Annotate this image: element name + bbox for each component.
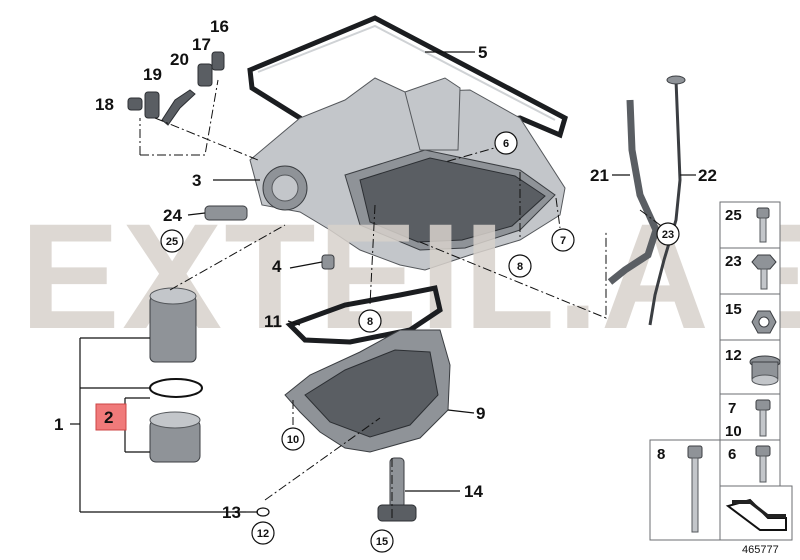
- svg-text:6: 6: [728, 446, 736, 463]
- sensor-24: [204, 205, 248, 221]
- lower-oil-pan: [284, 329, 451, 453]
- circled-callout-12: 12: [251, 521, 275, 545]
- callout-5: 5: [478, 43, 487, 62]
- legend-item-23: 23: [719, 247, 781, 295]
- hose-20: [161, 89, 196, 126]
- callout-11: 11: [264, 312, 282, 331]
- oil-level-sensor-14: [377, 457, 417, 522]
- legend-item-25: 25: [719, 201, 781, 249]
- callout-22: 22: [698, 166, 717, 185]
- oil-filter-cartridge: [149, 295, 197, 363]
- callout-9: 9: [476, 404, 485, 423]
- callout-1: 1: [54, 415, 63, 434]
- circled-callout-25: 25: [160, 229, 184, 253]
- callout-2-highlight: 2: [95, 403, 127, 431]
- svg-text:15: 15: [725, 301, 742, 318]
- callout-3: 3: [192, 171, 201, 190]
- svg-text:8: 8: [517, 261, 523, 273]
- legend-item-6: 6: [719, 439, 781, 487]
- dipstick-handle: [666, 75, 686, 85]
- fastener-legend: 25 23 15 12 7 10: [649, 201, 793, 541]
- circled-callout-23: 23: [656, 222, 680, 246]
- circled-callout-8-lower: 8: [358, 309, 382, 333]
- circled-callout-15: 15: [370, 529, 394, 553]
- sensor-17: [197, 63, 213, 87]
- callout-24: 24: [163, 206, 182, 225]
- legend-item-8: 8: [649, 439, 721, 541]
- svg-text:10: 10: [287, 434, 299, 446]
- sensor-18: [127, 97, 143, 111]
- dipstick-22: [648, 79, 682, 326]
- document-id: 465777: [742, 544, 779, 556]
- callout-21: 21: [590, 166, 609, 185]
- legend-arrow-box: [719, 485, 793, 541]
- svg-text:6: 6: [503, 138, 509, 150]
- circled-callout-10: 10: [281, 427, 305, 451]
- svg-text:7: 7: [560, 235, 566, 247]
- oil-filter-assembly: [149, 287, 203, 463]
- circled-callout-7: 7: [551, 228, 575, 252]
- callout-18: 18: [95, 95, 114, 114]
- circled-callout-6: 6: [494, 131, 518, 155]
- circled-callouts: 6 7 8 8 25 10 12 15: [160, 131, 680, 553]
- circled-callout-8-upper: 8: [508, 254, 532, 278]
- svg-text:7: 7: [728, 400, 736, 417]
- leader-lines: [70, 51, 696, 513]
- legend-item-7-10: 7 10: [719, 393, 781, 441]
- callout-19: 19: [143, 65, 162, 84]
- callout-4: 4: [272, 257, 282, 276]
- legend-item-15: 15: [719, 293, 781, 341]
- svg-text:25: 25: [725, 207, 742, 224]
- svg-text:23: 23: [662, 229, 674, 241]
- svg-text:12: 12: [257, 528, 269, 540]
- legend-item-12: 12: [719, 339, 781, 395]
- alignment-lines: [139, 79, 665, 520]
- svg-text:25: 25: [166, 236, 178, 248]
- dipstick-guide-tube-21: [607, 99, 660, 285]
- sensor-16: [211, 51, 225, 71]
- callout-17: 17: [192, 35, 211, 54]
- svg-text:12: 12: [725, 347, 742, 364]
- plug-4: [321, 254, 335, 270]
- svg-text:8: 8: [657, 446, 665, 463]
- callout-20: 20: [170, 50, 189, 69]
- svg-text:8: 8: [367, 316, 373, 328]
- sensor-19: [144, 91, 160, 119]
- callout-2: 2: [104, 408, 113, 427]
- oil-pan-lower-gasket: [285, 285, 443, 345]
- callout-14: 14: [464, 482, 483, 501]
- oil-filter-o-ring: [149, 378, 203, 398]
- callout-labels: 5 3 4 24 11 9 14 13 1 21 22 18 19 20 17 …: [54, 17, 717, 522]
- svg-text:15: 15: [376, 536, 388, 548]
- svg-text:10: 10: [725, 423, 742, 440]
- seal-ring-12: [256, 507, 270, 517]
- callout-16: 16: [210, 17, 229, 36]
- sensor-assembly: [127, 51, 225, 126]
- callout-13: 13: [222, 503, 241, 522]
- svg-text:23: 23: [725, 253, 742, 270]
- upper-oil-pan: [249, 77, 566, 271]
